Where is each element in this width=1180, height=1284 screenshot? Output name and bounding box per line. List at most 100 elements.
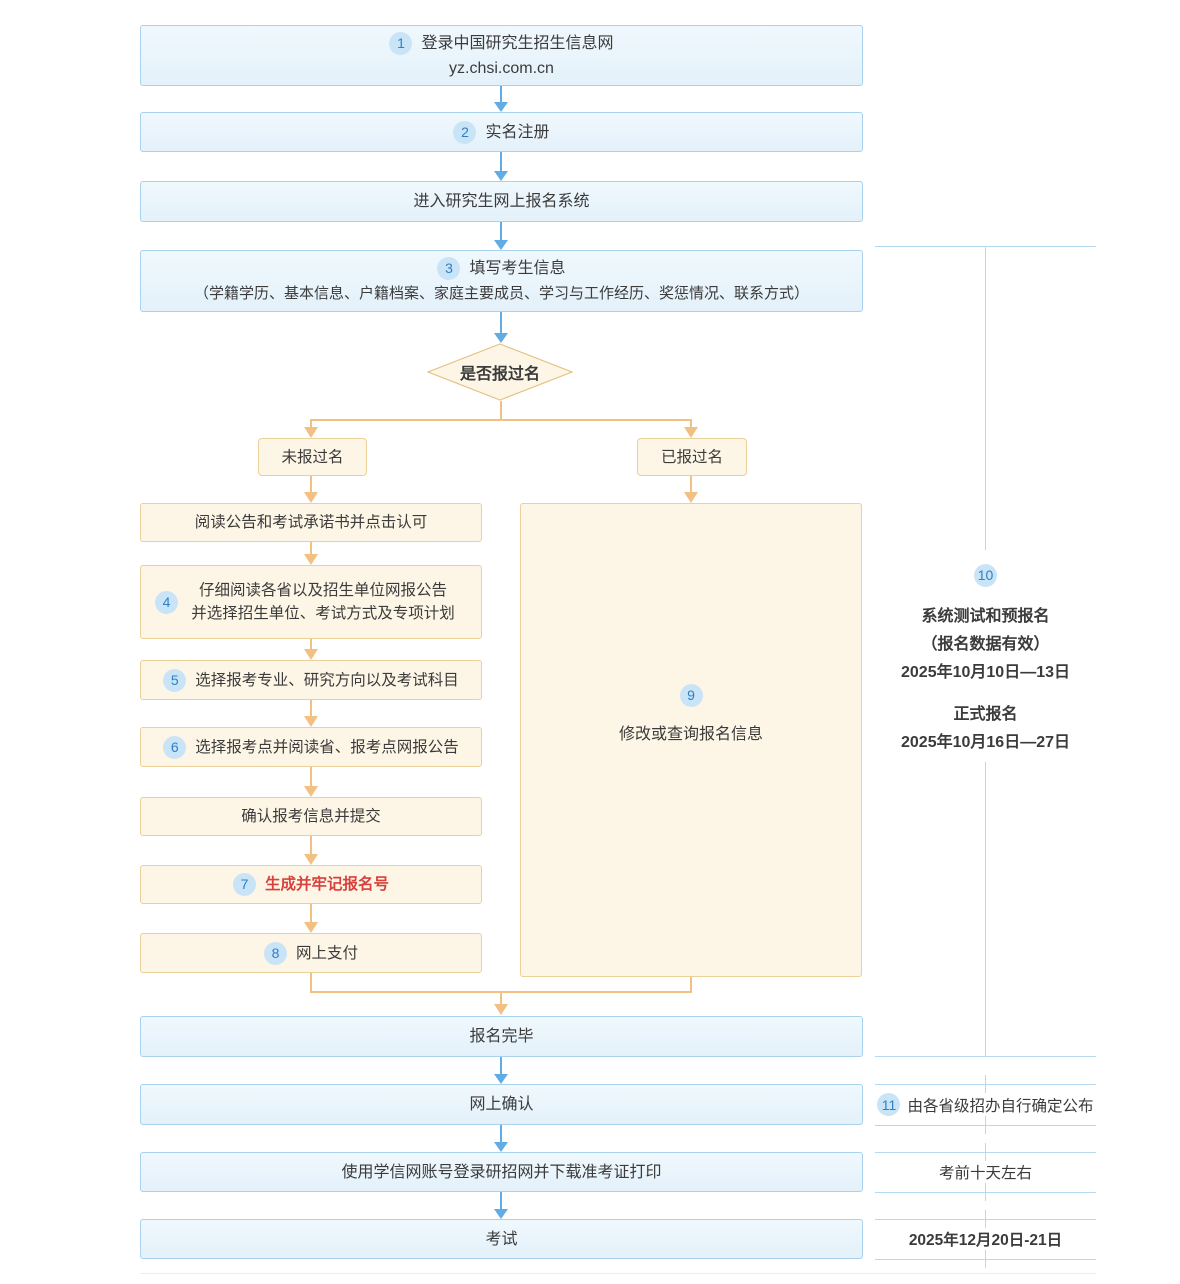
step-number-badge: 4 <box>155 591 178 614</box>
step-label: 填写考生信息 <box>469 260 566 277</box>
panel-tick <box>985 1210 986 1228</box>
arrow-line <box>310 542 312 555</box>
arrow-head <box>684 492 698 503</box>
arrow-line <box>500 1057 502 1074</box>
flow-step-online-confirm: 网上确认 <box>140 1084 863 1125</box>
step-label: 网上支付 <box>295 944 358 962</box>
arrow-head <box>494 333 508 343</box>
decision-diamond: 是否报过名 <box>427 343 573 401</box>
flow-step-fill-info: 3 填写考生信息 （学籍学历、基本信息、户籍档案、家庭主要成员、学习与工作经历、… <box>140 250 863 312</box>
arrow-line <box>310 904 312 923</box>
arrow-head <box>304 922 318 933</box>
flow-step-confirm-submit: 确认报考信息并提交 <box>140 797 482 836</box>
branch-registered: 已报过名 <box>637 438 747 476</box>
flow-step-register: 2 实名注册 <box>140 112 863 152</box>
branch-not-registered: 未报过名 <box>258 438 367 476</box>
diamond-shape <box>427 343 573 401</box>
step-number-badge: 5 <box>163 668 187 692</box>
step-label: 修改或查询报名信息 <box>618 726 763 743</box>
branch-label: 已报过名 <box>660 448 723 466</box>
step-number-badge: 6 <box>163 735 187 759</box>
arrow-line <box>500 991 502 1005</box>
step-number-badge: 11 <box>877 1093 901 1116</box>
branch-label: 未报过名 <box>281 448 344 466</box>
step-label: 进入研究生网上报名系统 <box>413 193 590 210</box>
step-number-badge: 10 <box>974 564 997 587</box>
panel-line <box>985 762 986 1056</box>
flow-step-remember-number: 7 生成并牢记报名号 <box>140 865 482 904</box>
connector-line <box>310 973 312 991</box>
side-label: 考前十天左右 <box>938 1165 1032 1182</box>
flow-step-choose-major: 5 选择报考专业、研究方向以及考试科目 <box>140 660 482 700</box>
step-number-badge: 7 <box>232 873 256 896</box>
flow-step-enter-system: 进入研究生网上报名系统 <box>140 181 863 222</box>
side-date: 2025年10月10日—13日 <box>901 664 1070 681</box>
panel-tick <box>985 1075 986 1093</box>
step-detail: （学籍学历、基本信息、户籍档案、家庭主要成员、学习与工作经历、奖惩情况、联系方式… <box>193 285 809 302</box>
side-date: 2025年10月16日—27日 <box>901 734 1070 751</box>
arrow-line <box>500 1192 502 1209</box>
step-label: 并选择招生单位、考试方式及专项计划 <box>191 605 455 622</box>
decision-label: 是否报过名 <box>459 366 540 383</box>
flow-step-choose-exam-site: 6 选择报考点并阅读省、报考点网报公告 <box>140 727 482 767</box>
arrow-head <box>304 554 318 565</box>
arrow-head <box>684 427 698 438</box>
step-number-badge: 2 <box>453 120 477 144</box>
arrow-head <box>494 102 508 112</box>
arrow-head <box>304 492 318 503</box>
arrow-head <box>494 1142 508 1152</box>
arrow-line <box>690 419 692 428</box>
side-title: 正式报名 <box>953 706 1018 723</box>
arrow-head <box>494 240 508 250</box>
panel-tick <box>985 1250 986 1268</box>
arrow-head <box>304 716 318 727</box>
arrow-line <box>310 476 312 493</box>
arrow-line <box>500 152 502 171</box>
panel-tick <box>985 1143 986 1161</box>
step-label: 实名注册 <box>485 123 550 141</box>
step-label: 登录中国研究生招生信息网 <box>421 34 614 52</box>
flow-step-read-announcements: 4 仔细阅读各省以及招生单位网报公告 并选择招生单位、考试方式及专项计划 <box>140 565 482 639</box>
arrow-line <box>310 767 312 787</box>
arrow-line <box>500 312 502 333</box>
step-url: yz.chsi.com.cn <box>449 59 554 77</box>
arrow-head <box>304 786 318 797</box>
flow-step-exam: 考试 <box>140 1219 863 1259</box>
step-label: 使用学信网账号登录研招网并下载准考证打印 <box>341 1163 662 1181</box>
step-label: 阅读公告和考试承诺书并点击认可 <box>194 514 428 531</box>
step-label: 报名完毕 <box>469 1028 534 1045</box>
flow-step-online-payment: 8 网上支付 <box>140 933 482 973</box>
arrow-head <box>304 649 318 660</box>
side-label: 由各省级招办自行确定公布 <box>907 1097 1094 1115</box>
panel-tick <box>985 1116 986 1134</box>
side-subtitle: （报名数据有效） <box>921 636 1050 653</box>
arrow-head <box>494 1004 508 1015</box>
arrow-line <box>310 700 312 717</box>
side-block-exam-date: 2025年12月20日-21日 <box>875 1219 1096 1259</box>
step-label-highlight: 生成并牢记报名号 <box>264 876 389 893</box>
flow-step-login: 1 登录中国研究生招生信息网 yz.chsi.com.cn <box>140 25 863 86</box>
side-block-confirm-time: 11 由各省级招办自行确定公布 <box>875 1084 1096 1125</box>
panel-line <box>875 1056 1096 1057</box>
arrow-head <box>494 171 508 181</box>
arrow-line <box>500 86 502 102</box>
step-number-badge: 1 <box>389 31 413 55</box>
step-label: 仔细阅读各省以及招生单位网报公告 <box>198 582 447 599</box>
flow-step-modify-query: 9 修改或查询报名信息 <box>520 503 862 977</box>
arrow-line <box>310 836 312 855</box>
arrow-head <box>494 1209 508 1219</box>
step-label: 网上确认 <box>469 1096 534 1113</box>
arrow-head <box>304 427 318 438</box>
side-block-ticket-time: 考前十天左右 <box>875 1152 1096 1192</box>
arrow-head <box>494 1074 508 1084</box>
connector-line <box>310 419 692 421</box>
arrow-line <box>310 419 312 428</box>
step-number-badge: 8 <box>263 941 287 965</box>
step-number-badge: 3 <box>437 257 461 280</box>
arrow-line <box>310 639 312 650</box>
side-block-registration-dates: 10 系统测试和预报名 （报名数据有效） 2025年10月10日—13日 正式报… <box>875 564 1096 754</box>
arrow-line <box>500 1125 502 1142</box>
side-title: 系统测试和预报名 <box>921 608 1050 625</box>
bottom-divider <box>140 1273 1096 1274</box>
